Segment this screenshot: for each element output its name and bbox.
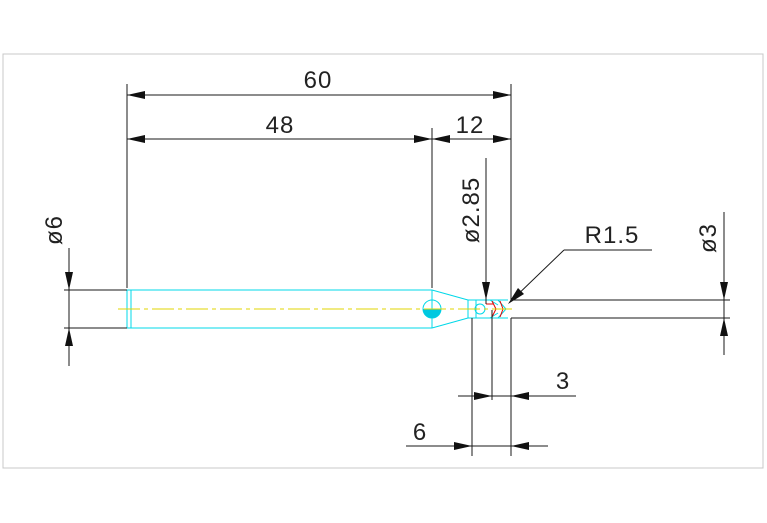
dim-12-label: 12 [456,112,485,139]
taper-outline [431,289,477,329]
dim-6-label: 6 [413,419,427,446]
dim-r15-label: R1.5 [585,222,640,249]
dim-48-label: 48 [266,112,295,139]
dim-3-label: 3 [556,368,570,395]
dim-tip-diameter: ø3 [511,212,730,355]
dim-d285-label: ø2.85 [458,177,485,243]
dim-overall-length: 60 [126,67,512,300]
dim-shank-diameter: ø6 [41,215,127,366]
drawing-frame [2,53,764,469]
neck-outline [468,299,508,319]
dim-d6-label: ø6 [41,215,68,245]
tool-body [118,289,512,329]
dim-60-label: 60 [304,67,333,94]
dim-offset-large: 6 [406,318,548,456]
dim-offset-small: 3 [458,318,576,456]
taper-ball-fill [423,309,441,318]
dim-d3-label: ø3 [695,223,722,253]
dim-head-length: 12 [432,112,511,143]
dim-shank-length: 48 [127,112,433,288]
dim-neck-diameter: ø2.85 [458,158,493,400]
